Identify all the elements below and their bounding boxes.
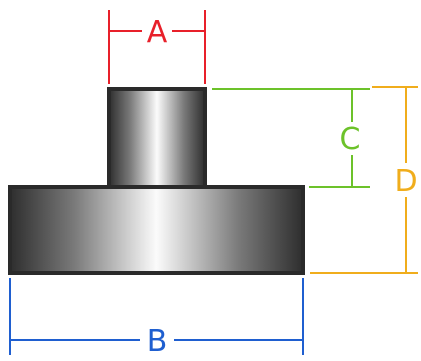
base-cylinder [8, 185, 305, 275]
dimension-d [310, 86, 418, 274]
dimension-label-a: A [147, 15, 168, 50]
dimension-a [108, 10, 206, 84]
dimension-b [9, 278, 304, 355]
dimension-label-c: C [340, 122, 361, 157]
dimension-label-d: D [394, 164, 417, 199]
top-cylinder [107, 87, 207, 189]
dimension-label-b: B [147, 324, 168, 359]
dimension-c [212, 88, 370, 188]
